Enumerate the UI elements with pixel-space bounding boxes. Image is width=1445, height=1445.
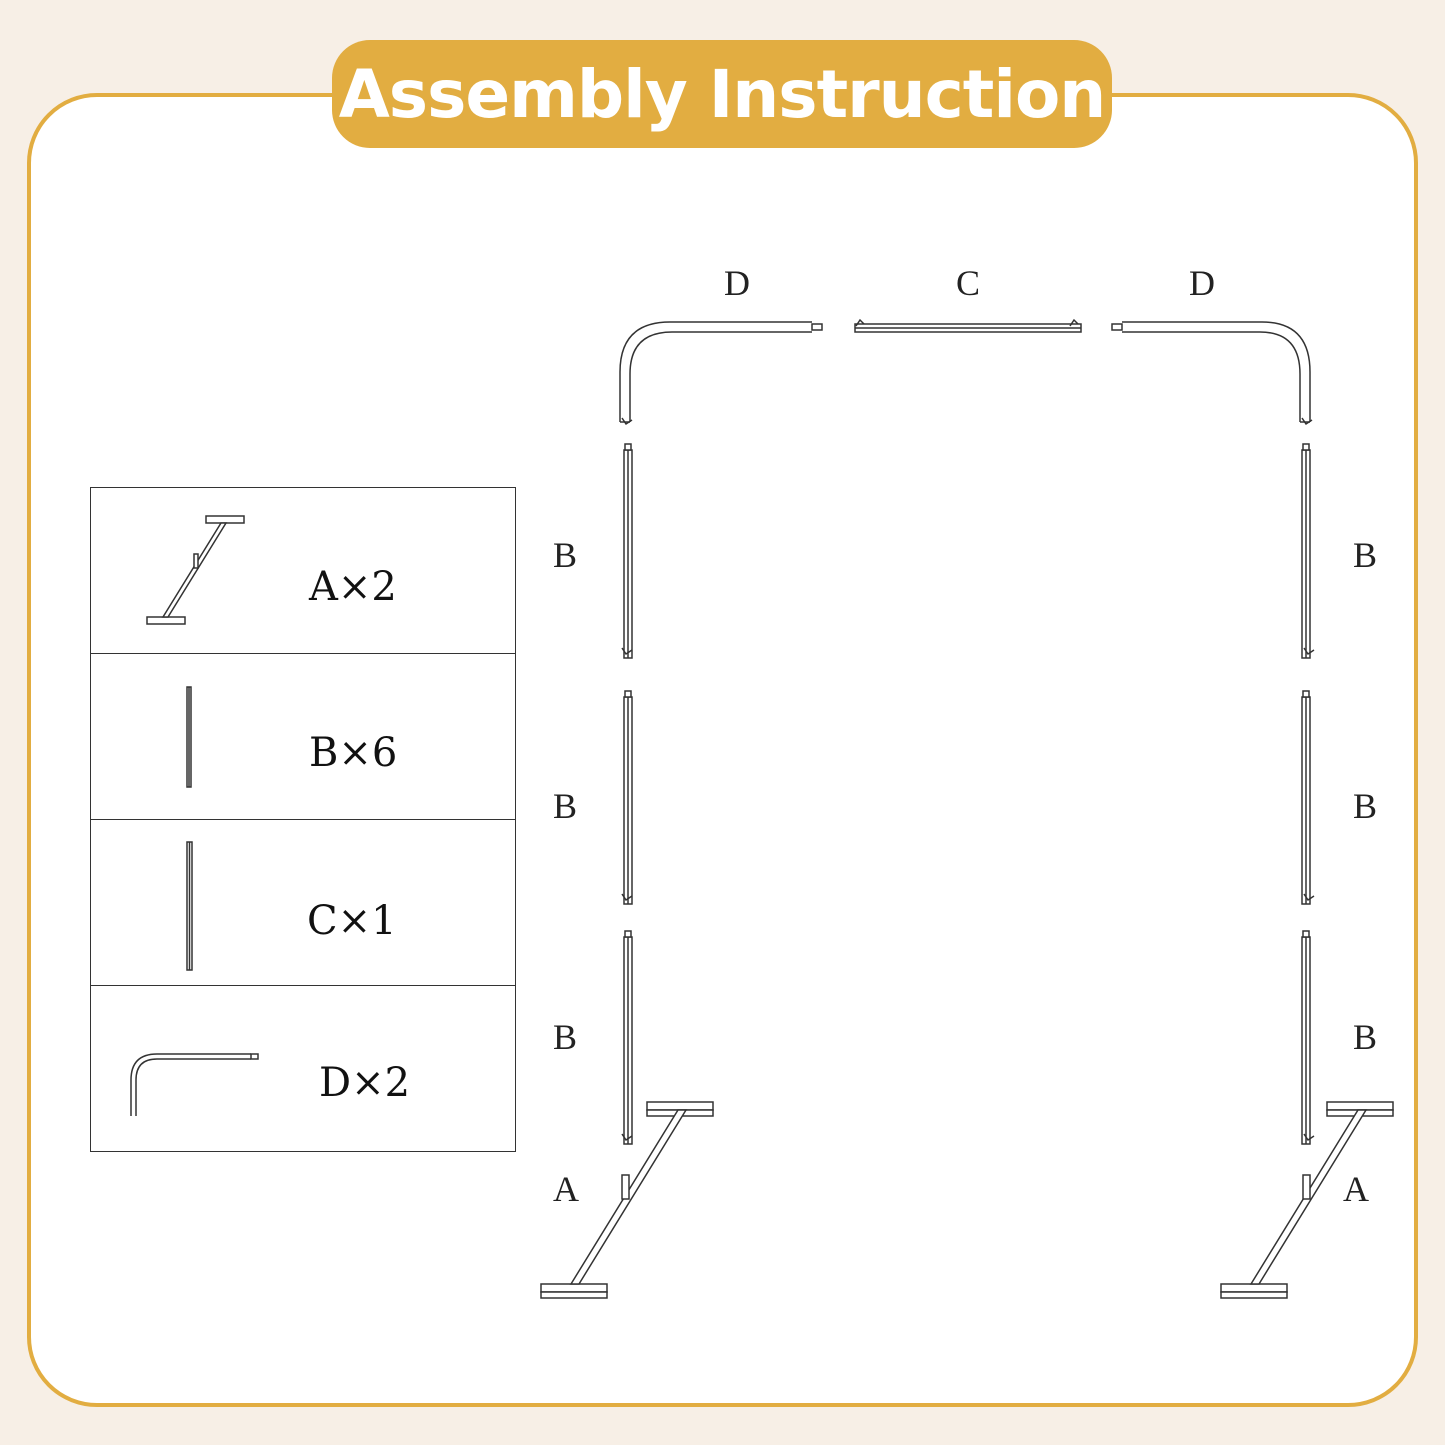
label-right-b-2: B: [1353, 786, 1377, 826]
part-a-right: [1220, 1101, 1394, 1299]
title-banner: Assembly Instruction: [332, 40, 1112, 148]
content-panel: [27, 93, 1418, 1407]
part-row-b: B×6: [91, 654, 515, 820]
part-row-c: C×1: [91, 820, 515, 986]
curved-corner-icon: [130, 1053, 259, 1116]
label-top-center-c: C: [956, 263, 980, 303]
part-label-a: A×2: [309, 564, 397, 610]
part-label-c: C×1: [307, 898, 397, 944]
base-stand-icon: [146, 515, 245, 625]
crossbar-icon: [186, 841, 193, 971]
label-right-a: A: [1343, 1169, 1369, 1209]
label-left-b-3: B: [553, 1017, 577, 1057]
part-d-right: [1111, 321, 1313, 426]
part-b-right-3: [1301, 930, 1315, 1145]
label-left-b-2: B: [553, 786, 577, 826]
parts-list-table: A×2 B×6 C×1 D×2: [90, 487, 516, 1152]
part-label-d: D×2: [319, 1060, 411, 1106]
part-b-left-2: [621, 690, 633, 905]
part-row-d: D×2: [91, 986, 515, 1152]
part-row-a: A×2: [91, 488, 515, 654]
page-title: Assembly Instruction: [338, 55, 1107, 133]
part-b-right-2: [1301, 690, 1315, 905]
label-top-right-d: D: [1189, 263, 1215, 303]
label-top-left-d: D: [724, 263, 750, 303]
straight-pole-icon: [186, 686, 192, 788]
part-b-left-1: [621, 443, 633, 659]
label-right-b-1: B: [1353, 535, 1377, 575]
part-b-right-1: [1301, 443, 1315, 659]
part-a-left: [540, 1101, 714, 1299]
part-label-b: B×6: [309, 730, 398, 776]
part-d-left: [619, 321, 823, 426]
label-right-b-3: B: [1353, 1017, 1377, 1057]
label-left-a: A: [553, 1169, 579, 1209]
label-left-b-1: B: [553, 535, 577, 575]
part-b-left-3: [621, 930, 633, 1145]
part-c-crossbar: [854, 318, 1082, 333]
